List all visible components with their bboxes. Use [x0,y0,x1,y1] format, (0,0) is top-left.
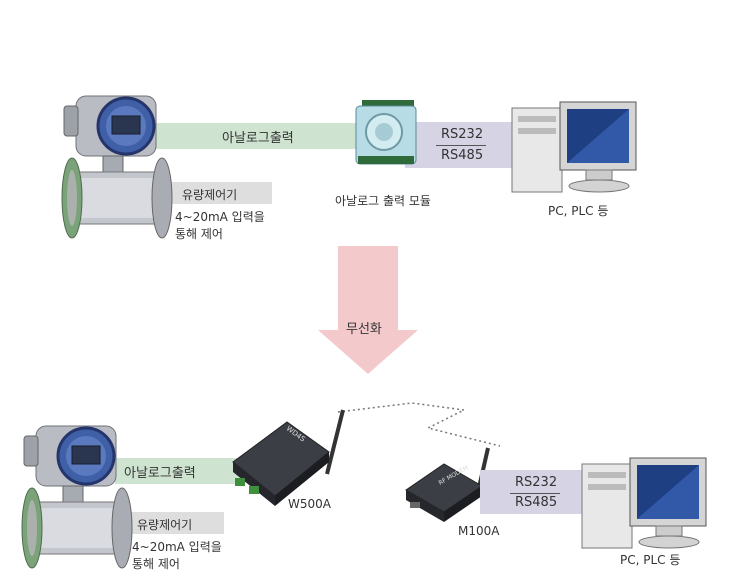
bottom-flowmeter-image [21,425,133,569]
bottom-serial-divider [510,493,560,494]
bottom-serial-band [480,470,598,514]
bottom-flow-control-band [120,512,224,534]
top-flow-control-desc-2: 통해 제어 [175,227,223,241]
wireless-transition-arrow [318,246,418,374]
m100a-caption: M100A [458,524,500,538]
bottom-pc-image [581,457,707,549]
top-serial-divider [436,145,486,146]
top-analog-module-image [355,100,417,165]
bottom-analog-output-label: 아날로그출력 [124,466,196,481]
top-flow-control-label: 유량제어기 [182,188,238,202]
bottom-pc-caption: PC, PLC 등 [620,553,681,567]
top-flowmeter-image [61,95,173,239]
bottom-flow-control-desc-2: 통해 제어 [132,557,180,571]
bottom-analog-output-band [115,458,240,484]
top-rs232-label: RS232 [441,127,484,142]
top-module-caption: 아날로그 출력 모듈 [335,194,431,208]
bottom-rs232-label: RS232 [515,475,558,490]
top-flow-control-band [160,182,272,204]
top-rs485-label: RS485 [441,148,484,163]
wireless-arrow-label: 무선화 [346,322,382,337]
bottom-flow-control-desc-1: 4~20mA 입력을 [132,540,222,554]
top-flow-control-desc-1: 4~20mA 입력을 [175,210,265,224]
w500a-caption: W500A [288,497,331,511]
top-analog-output-band [155,123,370,149]
top-pc-image [511,101,637,193]
w500a-device-image [232,409,345,506]
top-pc-caption: PC, PLC 등 [548,204,609,218]
bottom-rs485-label: RS485 [515,495,558,510]
top-analog-output-label: 아날로그출력 [222,131,294,146]
bottom-flow-control-label: 유량제어기 [137,518,193,532]
